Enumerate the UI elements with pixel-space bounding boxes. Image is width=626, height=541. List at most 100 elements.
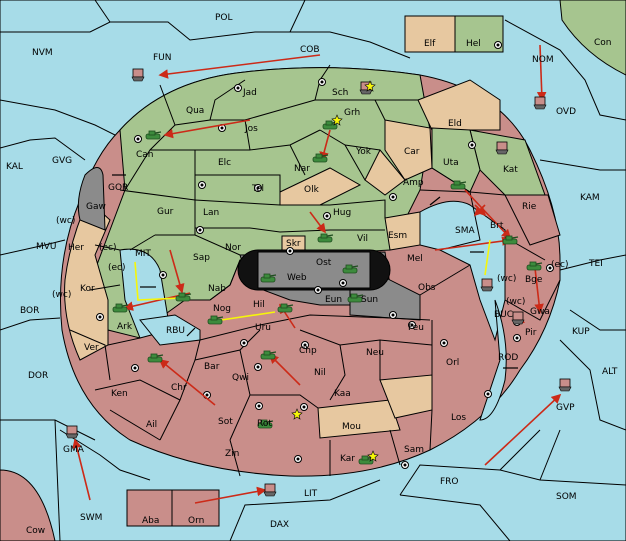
region-Grh-tan[interactable] [364,149,406,196]
tank-icon[interactable] [342,264,359,274]
label-Can: Can [136,150,154,160]
region-Eld[interactable] [417,79,501,131]
tank-icon[interactable] [175,292,192,302]
units [65,68,572,497]
support-arrow-mit [134,261,181,301]
coast-label-kor-wc: (wc) [52,290,71,300]
label-KUP: KUP [572,327,590,337]
ship-icon[interactable] [533,96,547,110]
supply-center-dot [548,266,552,270]
label-Gaw: Gaw [86,202,106,212]
tank-icon[interactable] [207,315,224,325]
support-arrow-buc [484,239,491,276]
label-Jad: Jad [242,88,257,98]
region-Mou[interactable] [317,399,401,439]
region-RBU[interactable] [139,314,201,346]
label-TEI: TEI [588,259,603,269]
label-Nog: Nog [213,304,231,314]
ship-icon[interactable] [511,311,525,325]
ship-icon[interactable] [263,483,277,497]
label-Sap: Sap [193,253,210,263]
supply-center-dot [410,323,414,327]
label-Esm: Esm [388,231,407,241]
region-Rie[interactable] [504,194,561,246]
tank-icon[interactable] [260,350,277,360]
label-FUN: FUN [153,53,172,63]
region-Orn[interactable] [171,489,220,527]
supply-center-dot [136,137,140,141]
label-Nab: Nab [208,284,226,294]
coast-label-bge-wc: (wc) [497,274,516,284]
supply-center-dot [198,228,202,232]
label-Obs: Obs [418,283,436,293]
label-Yok: Yok [355,147,372,157]
ship-icon[interactable] [495,141,509,155]
label-MIT: MIT [135,249,151,259]
label-COB: COB [300,45,320,55]
ship-icon[interactable] [480,278,494,292]
label-BOR: BOR [20,306,39,316]
region-Elf[interactable] [404,15,456,53]
label-Hug: Hug [333,208,351,218]
label-Bar: Bar [204,362,220,372]
label-Gur: Gur [157,207,174,217]
supply-center-dot [470,143,474,147]
supply-center-dot [133,366,137,370]
coast-label-kor-ec: (ec) [108,263,126,273]
ship-icon[interactable] [65,425,79,439]
tank-icon[interactable] [317,233,334,243]
label-Ail: Ail [146,420,157,430]
supply-center-dot [320,80,324,84]
supply-center-dot [296,457,300,461]
tank-icon[interactable] [502,235,519,245]
ship-icon[interactable] [131,68,145,82]
label-Sot: Sot [218,417,233,427]
tank-icon[interactable] [147,353,164,363]
label-Bge: Bge [525,275,543,285]
label-NOM: NOM [532,55,554,65]
label-Olk: Olk [304,185,320,195]
tank-icon[interactable] [257,419,274,429]
tank-icon[interactable] [312,153,329,163]
region-Aba[interactable] [126,489,173,527]
supply-center-dot [257,404,261,408]
label-RBU: RBU [166,326,185,336]
order-arrow-swm-gma [72,438,91,501]
ship-icon[interactable] [558,378,572,392]
label-Gwa: Gwa [530,307,550,317]
tank-icon[interactable] [347,293,364,303]
supply-center-dot [220,126,224,130]
explosion-icon [291,408,303,420]
order-arrow-nom-ovd [536,44,547,102]
label-Nil: Nil [314,368,326,378]
region-BUC-ROD-channel[interactable] [479,299,507,421]
tank-icon[interactable] [112,303,129,313]
supply-center-dot [288,249,292,253]
region-Uta[interactable] [431,127,481,193]
supply-center-dot [496,43,500,47]
label-Sam: Sam [404,445,424,455]
coast-label-her-ec: (ec) [99,243,117,253]
tank-icon[interactable] [526,261,543,271]
label-Rie: Rie [522,202,537,212]
label-Her: Her [68,243,84,253]
supply-center-dot [302,405,306,409]
supply-center-dot [341,281,345,285]
label-Ken: Ken [111,389,128,399]
label-KAM: KAM [580,193,600,203]
supply-center-dot [391,313,395,317]
coast-label-gwa-wc: (wc) [506,297,525,307]
region-Car[interactable] [384,119,433,181]
order-arrow-sap-nab [169,249,185,294]
order-hold-cross-2 [473,204,486,217]
supply-center-dot [403,463,407,467]
label-Los: Los [451,413,466,423]
tank-icon[interactable] [260,273,277,283]
tank-icon[interactable] [145,130,162,140]
region-Gaw[interactable] [77,167,106,231]
region-MIT[interactable] [119,248,171,339]
label-Kor: Kor [80,284,95,294]
tank-icon[interactable] [277,303,294,313]
explosion-icon [331,114,343,126]
tank-icon[interactable] [450,180,467,190]
